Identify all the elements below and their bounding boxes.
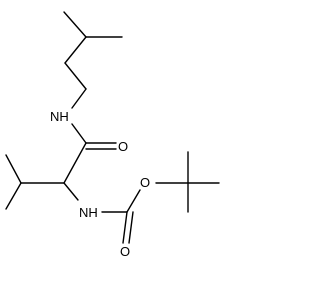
amide-oxygen-label: O: [118, 139, 128, 154]
bond-carbamate-co-double-1: [122, 211, 128, 244]
bond-chain-2: [64, 62, 87, 90]
bond-carbonyl-to-alpha: [63, 142, 87, 184]
bond-chain-to-amide-n: [71, 88, 87, 109]
bond-cb-methyl-down: [5, 182, 22, 210]
bond-methyl-top-left: [63, 11, 87, 38]
carbamate-nitrogen-label: NH: [79, 205, 98, 220]
bond-amide-n-to-carbonyl: [71, 123, 87, 144]
chemical-structure: NH O NH O O: [5, 11, 220, 259]
carbonyl-oxygen-label: O: [120, 244, 130, 259]
amide-nitrogen-label: NH: [50, 109, 69, 124]
bond-cb-methyl-up: [5, 154, 22, 184]
bond-chain-1: [64, 36, 87, 64]
bond-carbamate-c-to-ester-o: [126, 189, 141, 213]
ester-oxygen-label: O: [140, 175, 150, 190]
bond-alpha-to-carbamate-n: [63, 182, 79, 201]
bond-carbamate-co-double-2: [128, 211, 134, 244]
